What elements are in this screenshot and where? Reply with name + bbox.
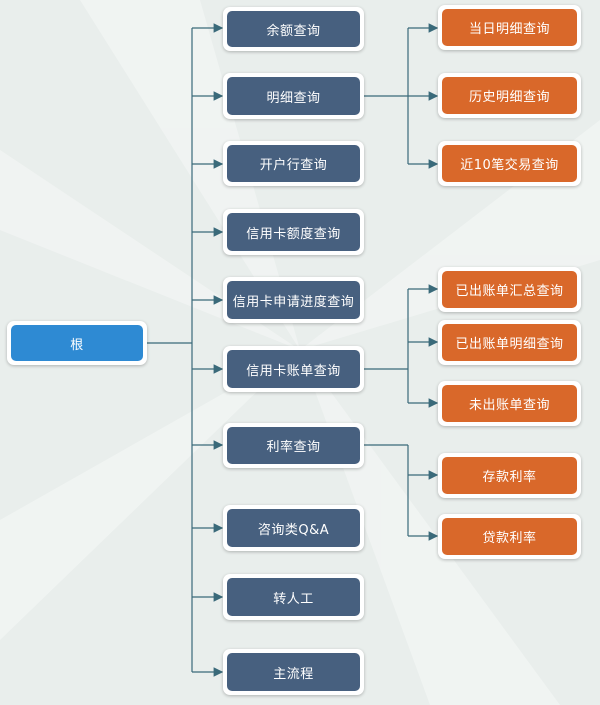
node-label: 已出账单汇总查询 (442, 271, 577, 308)
node-label: 近10笔交易查询 (442, 145, 577, 182)
node-recent-transactions-query[interactable]: 近10笔交易查询 (438, 141, 581, 186)
node-billed-summary-query[interactable]: 已出账单汇总查询 (438, 267, 581, 312)
node-label: 未出账单查询 (442, 385, 577, 422)
root-node[interactable]: 根 (7, 321, 147, 365)
node-label: 历史明细查询 (442, 77, 577, 114)
node-balance-query[interactable]: 余额查询 (223, 7, 364, 51)
node-label: 明细查询 (227, 77, 360, 115)
node-card-bill-query[interactable]: 信用卡账单查询 (223, 346, 364, 392)
node-label: 信用卡额度查询 (227, 213, 360, 251)
node-label: 利率查询 (227, 427, 360, 464)
node-deposit-rate[interactable]: 存款利率 (438, 453, 581, 498)
node-label: 余额查询 (227, 11, 360, 47)
node-unbilled-query[interactable]: 未出账单查询 (438, 381, 581, 426)
node-label: 已出账单明细查询 (442, 324, 577, 361)
node-history-detail-query[interactable]: 历史明细查询 (438, 73, 581, 118)
node-loan-rate[interactable]: 贷款利率 (438, 514, 581, 559)
node-billed-detail-query[interactable]: 已出账单明细查询 (438, 320, 581, 365)
node-label: 主流程 (227, 653, 360, 691)
node-label: 当日明细查询 (442, 9, 577, 46)
node-label: 贷款利率 (442, 518, 577, 555)
node-label: 信用卡账单查询 (227, 350, 360, 388)
node-label: 存款利率 (442, 457, 577, 494)
root-node-label: 根 (11, 325, 143, 361)
node-label: 咨询类Q&A (227, 509, 360, 547)
node-label: 开户行查询 (227, 145, 360, 182)
node-interest-rate-query[interactable]: 利率查询 (223, 423, 364, 468)
node-branch-query[interactable]: 开户行查询 (223, 141, 364, 186)
node-detail-query[interactable]: 明细查询 (223, 73, 364, 119)
node-card-application-query[interactable]: 信用卡申请进度查询 (223, 277, 364, 323)
node-credit-limit-query[interactable]: 信用卡额度查询 (223, 209, 364, 255)
node-today-detail-query[interactable]: 当日明细查询 (438, 5, 581, 50)
node-qa[interactable]: 咨询类Q&A (223, 505, 364, 551)
node-transfer-agent[interactable]: 转人工 (223, 574, 364, 620)
node-main-flow[interactable]: 主流程 (223, 649, 364, 695)
node-label: 转人工 (227, 578, 360, 616)
node-label: 信用卡申请进度查询 (227, 281, 360, 319)
